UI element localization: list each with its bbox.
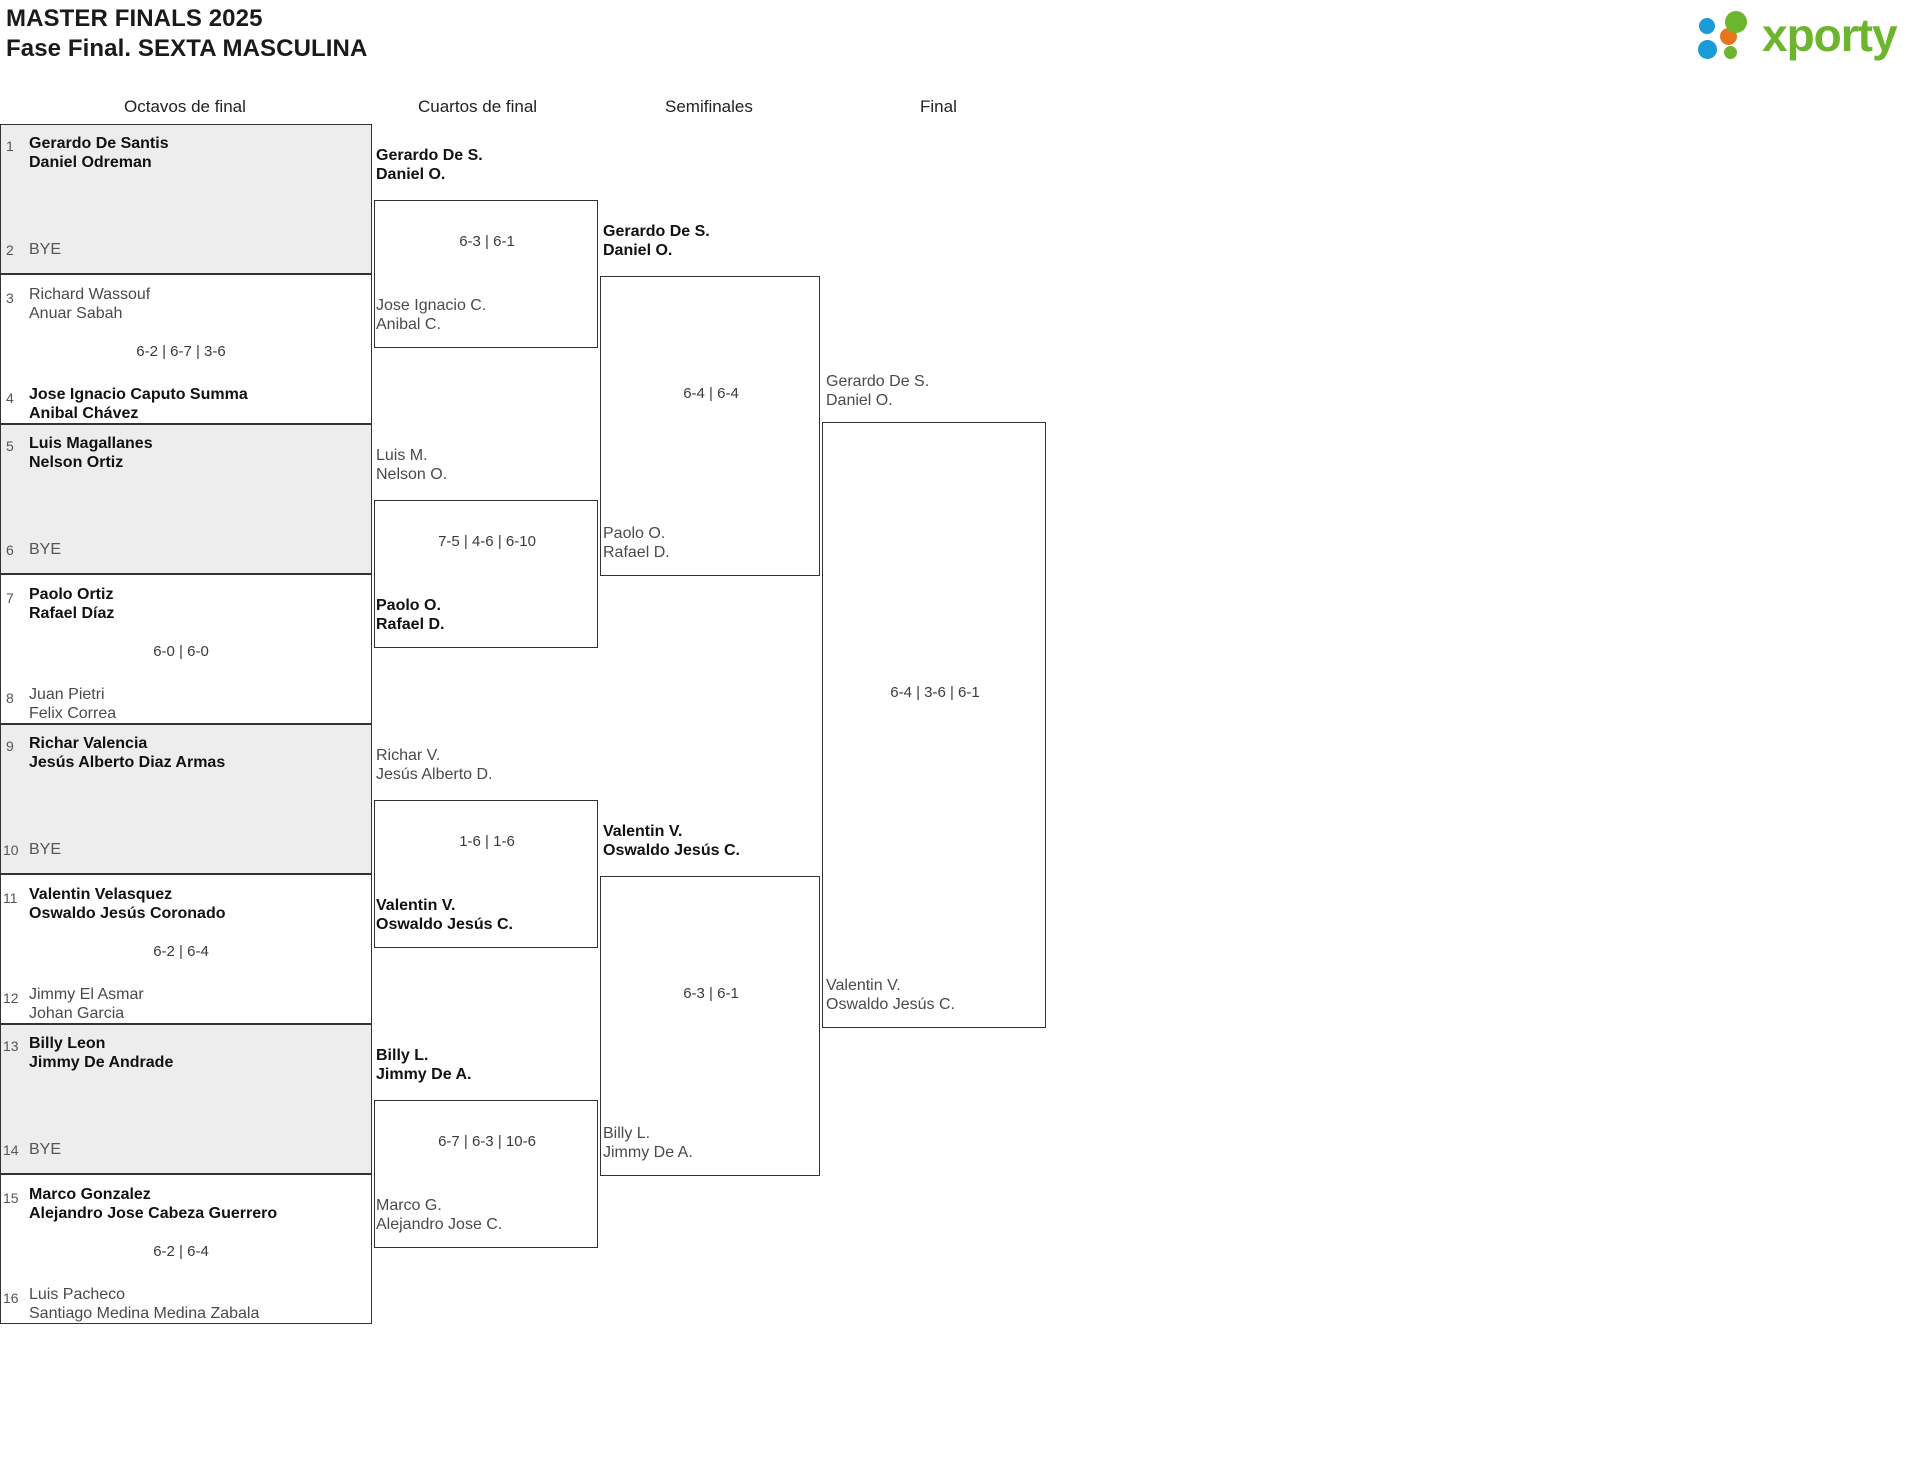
qf1-team-top: Gerardo De S. Daniel O. (376, 147, 483, 183)
r16-team-top: Gerardo De Santis Daniel Odreman (29, 135, 169, 171)
qf-match-3[interactable]: 1-6 | 1-6 (374, 800, 598, 948)
r16-team-top: Billy Leon Jimmy De Andrade (29, 1035, 174, 1071)
seed-number: 4 (6, 390, 14, 406)
seed-number: 9 (6, 738, 14, 754)
r16-score: 6-2 | 6-4 (153, 1243, 209, 1260)
r16-team-bottom-bye: BYE (29, 1141, 62, 1158)
qf2-team-top: Luis M. Nelson O. (376, 447, 448, 483)
r16-match-5[interactable]: 9 Richar Valencia Jesús Alberto Diaz Arm… (0, 724, 372, 874)
r16-match-6[interactable]: 11 Valentin Velasquez Oswaldo Jesús Coro… (0, 874, 372, 1024)
seed-number: 10 (3, 842, 19, 858)
seed-number: 15 (3, 1190, 19, 1206)
sf2-team-bottom: Billy L. Jimmy De A. (603, 1125, 693, 1161)
r16-match-1[interactable]: 1 Gerardo De Santis Daniel Odreman 2 BYE (0, 124, 372, 274)
seed-number: 3 (6, 290, 14, 306)
seed-number: 1 (6, 138, 14, 154)
qf3-score: 1-6 | 1-6 (459, 833, 515, 850)
r16-team-top: Richar Valencia Jesús Alberto Diaz Armas (29, 735, 226, 771)
r16-team-bottom: Juan Pietri Felix Correa (29, 686, 117, 722)
logo-dots-icon (1698, 11, 1759, 60)
sf-match-1[interactable]: 6-4 | 6-4 (600, 276, 820, 576)
qf3-team-bottom: Valentin V. Oswaldo Jesús C. (376, 897, 513, 933)
qf2-score: 7-5 | 4-6 | 6-10 (438, 533, 536, 550)
seed-number: 5 (6, 438, 14, 454)
qf3-team-top: Richar V. Jesús Alberto D. (376, 747, 493, 783)
qf4-team-bottom: Marco G. Alejandro Jose C. (376, 1197, 503, 1233)
seed-number: 14 (3, 1142, 19, 1158)
r16-team-top: Paolo Ortiz Rafael Díaz (29, 586, 115, 622)
r16-match-4[interactable]: 7 Paolo Ortiz Rafael Díaz 6-0 | 6-0 8 Ju… (0, 574, 372, 724)
qf1-score: 6-3 | 6-1 (459, 233, 515, 250)
qf-match-1[interactable]: 6-3 | 6-1 (374, 200, 598, 348)
sf1-team-bottom: Paolo O. Rafael D. (603, 525, 670, 561)
xporty-logo: xporty (1698, 6, 1909, 64)
round-header-final: Final (920, 97, 957, 116)
qf1-team-bottom: Jose Ignacio C. Anibal C. (376, 297, 487, 333)
round-header-semifinales: Semifinales (665, 97, 753, 116)
r16-team-bottom: Jose Ignacio Caputo Summa Anibal Chávez (29, 386, 248, 422)
sf2-score: 6-3 | 6-1 (683, 985, 739, 1002)
qf2-team-bottom: Paolo O. Rafael D. (376, 597, 445, 633)
r16-score: 6-2 | 6-4 (153, 943, 209, 960)
r16-team-top: Luis Magallanes Nelson Ortiz (29, 435, 153, 471)
seed-number: 6 (6, 542, 14, 558)
r16-match-2[interactable]: 3 Richard Wassouf Anuar Sabah 6-2 | 6-7 … (0, 274, 372, 424)
seed-number: 7 (6, 590, 14, 606)
sf1-team-top: Gerardo De S. Daniel O. (603, 223, 710, 259)
r16-score: 6-0 | 6-0 (153, 643, 209, 660)
final-score: 6-4 | 3-6 | 6-1 (890, 684, 980, 701)
r16-score: 6-2 | 6-7 | 3-6 (136, 343, 226, 360)
seed-number: 11 (3, 890, 18, 906)
r16-team-bottom: Jimmy El Asmar Johan Garcia (29, 986, 144, 1022)
qf4-score: 6-7 | 6-3 | 10-6 (438, 1133, 536, 1150)
tournament-subtitle: Fase Final. SEXTA MASCULINA (6, 35, 368, 62)
qf4-team-top: Billy L. Jimmy De A. (376, 1047, 472, 1083)
r16-match-3[interactable]: 5 Luis Magallanes Nelson Ortiz 6 BYE (0, 424, 372, 574)
round-header-cuartos: Cuartos de final (418, 97, 538, 116)
final-team-bottom: Valentin V. Oswaldo Jesús C. (826, 977, 955, 1013)
final-team-top: Gerardo De S. Daniel O. (826, 373, 930, 409)
logo-wordmark: xporty (1762, 9, 1898, 61)
sf-match-2[interactable]: 6-3 | 6-1 (600, 876, 820, 1176)
tournament-title: MASTER FINALS 2025 (6, 5, 263, 32)
qf-match-4[interactable]: 6-7 | 6-3 | 10-6 (374, 1100, 598, 1248)
r16-match-7[interactable]: 13 Billy Leon Jimmy De Andrade 14 BYE (0, 1024, 372, 1174)
round-header-octavos: Octavos de final (124, 97, 246, 116)
page-title: MASTER FINALS 2025 Fase Final. SEXTA MAS… (6, 4, 367, 64)
r16-team-bottom-bye: BYE (29, 541, 62, 558)
sf1-score: 6-4 | 6-4 (683, 385, 739, 402)
sf2-team-top: Valentin V. Oswaldo Jesús C. (603, 823, 740, 859)
r16-team-top: Valentin Velasquez Oswaldo Jesús Coronad… (29, 886, 226, 922)
r16-team-top: Richard Wassouf Anuar Sabah (29, 286, 151, 322)
r16-team-bottom-bye: BYE (29, 841, 62, 858)
qf-match-2[interactable]: 7-5 | 4-6 | 6-10 (374, 500, 598, 648)
seed-number: 13 (3, 1038, 19, 1054)
seed-number: 8 (6, 690, 14, 706)
r16-team-top: Marco Gonzalez Alejandro Jose Cabeza Gue… (29, 1186, 278, 1222)
final-match[interactable]: 6-4 | 3-6 | 6-1 (822, 422, 1046, 1028)
seed-number: 2 (6, 242, 14, 258)
seed-number: 12 (3, 990, 19, 1006)
r16-team-bottom: Luis Pacheco Santiago Medina Medina Zaba… (29, 1286, 260, 1322)
r16-team-bottom-bye: BYE (29, 241, 62, 258)
seed-number: 16 (3, 1290, 19, 1306)
r16-match-8[interactable]: 15 Marco Gonzalez Alejandro Jose Cabeza … (0, 1174, 372, 1324)
